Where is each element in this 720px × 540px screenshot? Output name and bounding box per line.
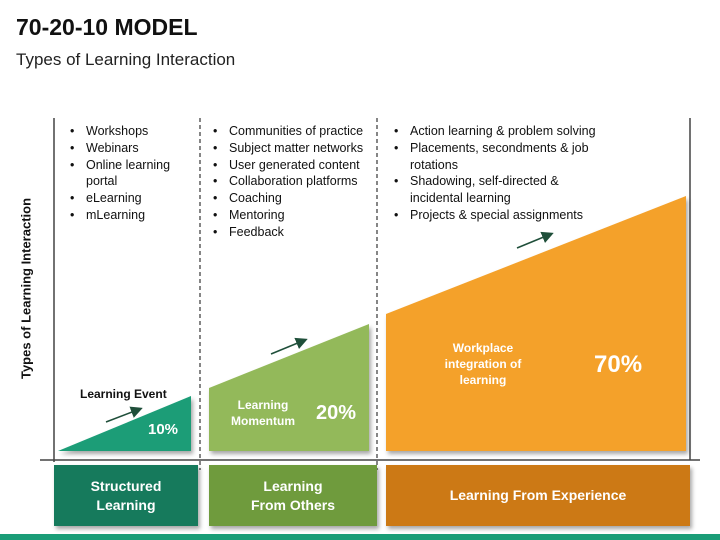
footer-accent-bar — [0, 534, 720, 540]
list-item: eLearning — [70, 190, 195, 207]
stage-shape-others — [209, 324, 369, 451]
bullet-list-others: Communities of practice Subject matter n… — [213, 123, 373, 241]
list-item: Feedback — [213, 224, 373, 241]
list-item: mLearning — [70, 207, 195, 224]
bullet-list-experience: Action learning & problem solving Placem… — [394, 123, 609, 224]
category-tile-learning-from-experience: Learning From Experience — [386, 465, 690, 526]
tile-label-line-2: From Others — [250, 496, 335, 513]
bullet-list-structured: Workshops Webinars Online learning porta… — [70, 123, 195, 224]
trend-arrow-2 — [270, 337, 308, 355]
tile-label-line-2: Learning — [96, 496, 156, 513]
list-item: Projects & special assignments — [394, 207, 609, 224]
tile-label-line-1: Structured — [90, 477, 162, 494]
tile-label-line-1: Learning From Experience — [449, 487, 627, 503]
list-item: Online learning portal — [70, 157, 195, 191]
list-item: Collaboration platforms — [213, 173, 373, 190]
list-item: Mentoring — [213, 207, 373, 224]
trend-arrow-1 — [105, 406, 143, 423]
list-item: Placements, secondments & job rotations — [394, 140, 609, 174]
page-title: 70-20-10 MODEL — [16, 14, 198, 40]
list-item: User generated content — [213, 157, 373, 174]
stage-shape-structured — [58, 396, 191, 451]
stage-label-learning-momentum: Learning Momentum — [231, 398, 295, 428]
list-item: Coaching — [213, 190, 373, 207]
category-tile-structured-learning: Structured Learning — [54, 465, 198, 526]
stage-label-workplace-integration: Workplace integration of learning — [444, 341, 522, 387]
stage-label-learning-event: Learning Event — [80, 387, 167, 401]
page-subtitle: Types of Learning Interaction — [16, 50, 236, 69]
trend-arrow-3 — [516, 231, 554, 249]
list-item: Shadowing, self-directed & incidental le… — [394, 173, 609, 207]
category-tile-learning-from-others: Learning From Others — [209, 465, 377, 526]
percent-20: 20% — [316, 402, 357, 424]
percent-70: 70% — [594, 351, 643, 378]
list-item: Webinars — [70, 140, 195, 157]
list-item: Workshops — [70, 123, 195, 140]
list-item: Action learning & problem solving — [394, 123, 609, 140]
list-item: Communities of practice — [213, 123, 373, 140]
list-item: Subject matter networks — [213, 140, 373, 157]
percent-10: 10% — [148, 421, 179, 438]
tile-label-line-1: Learning — [263, 477, 323, 494]
stage-shape-experience — [386, 196, 686, 451]
